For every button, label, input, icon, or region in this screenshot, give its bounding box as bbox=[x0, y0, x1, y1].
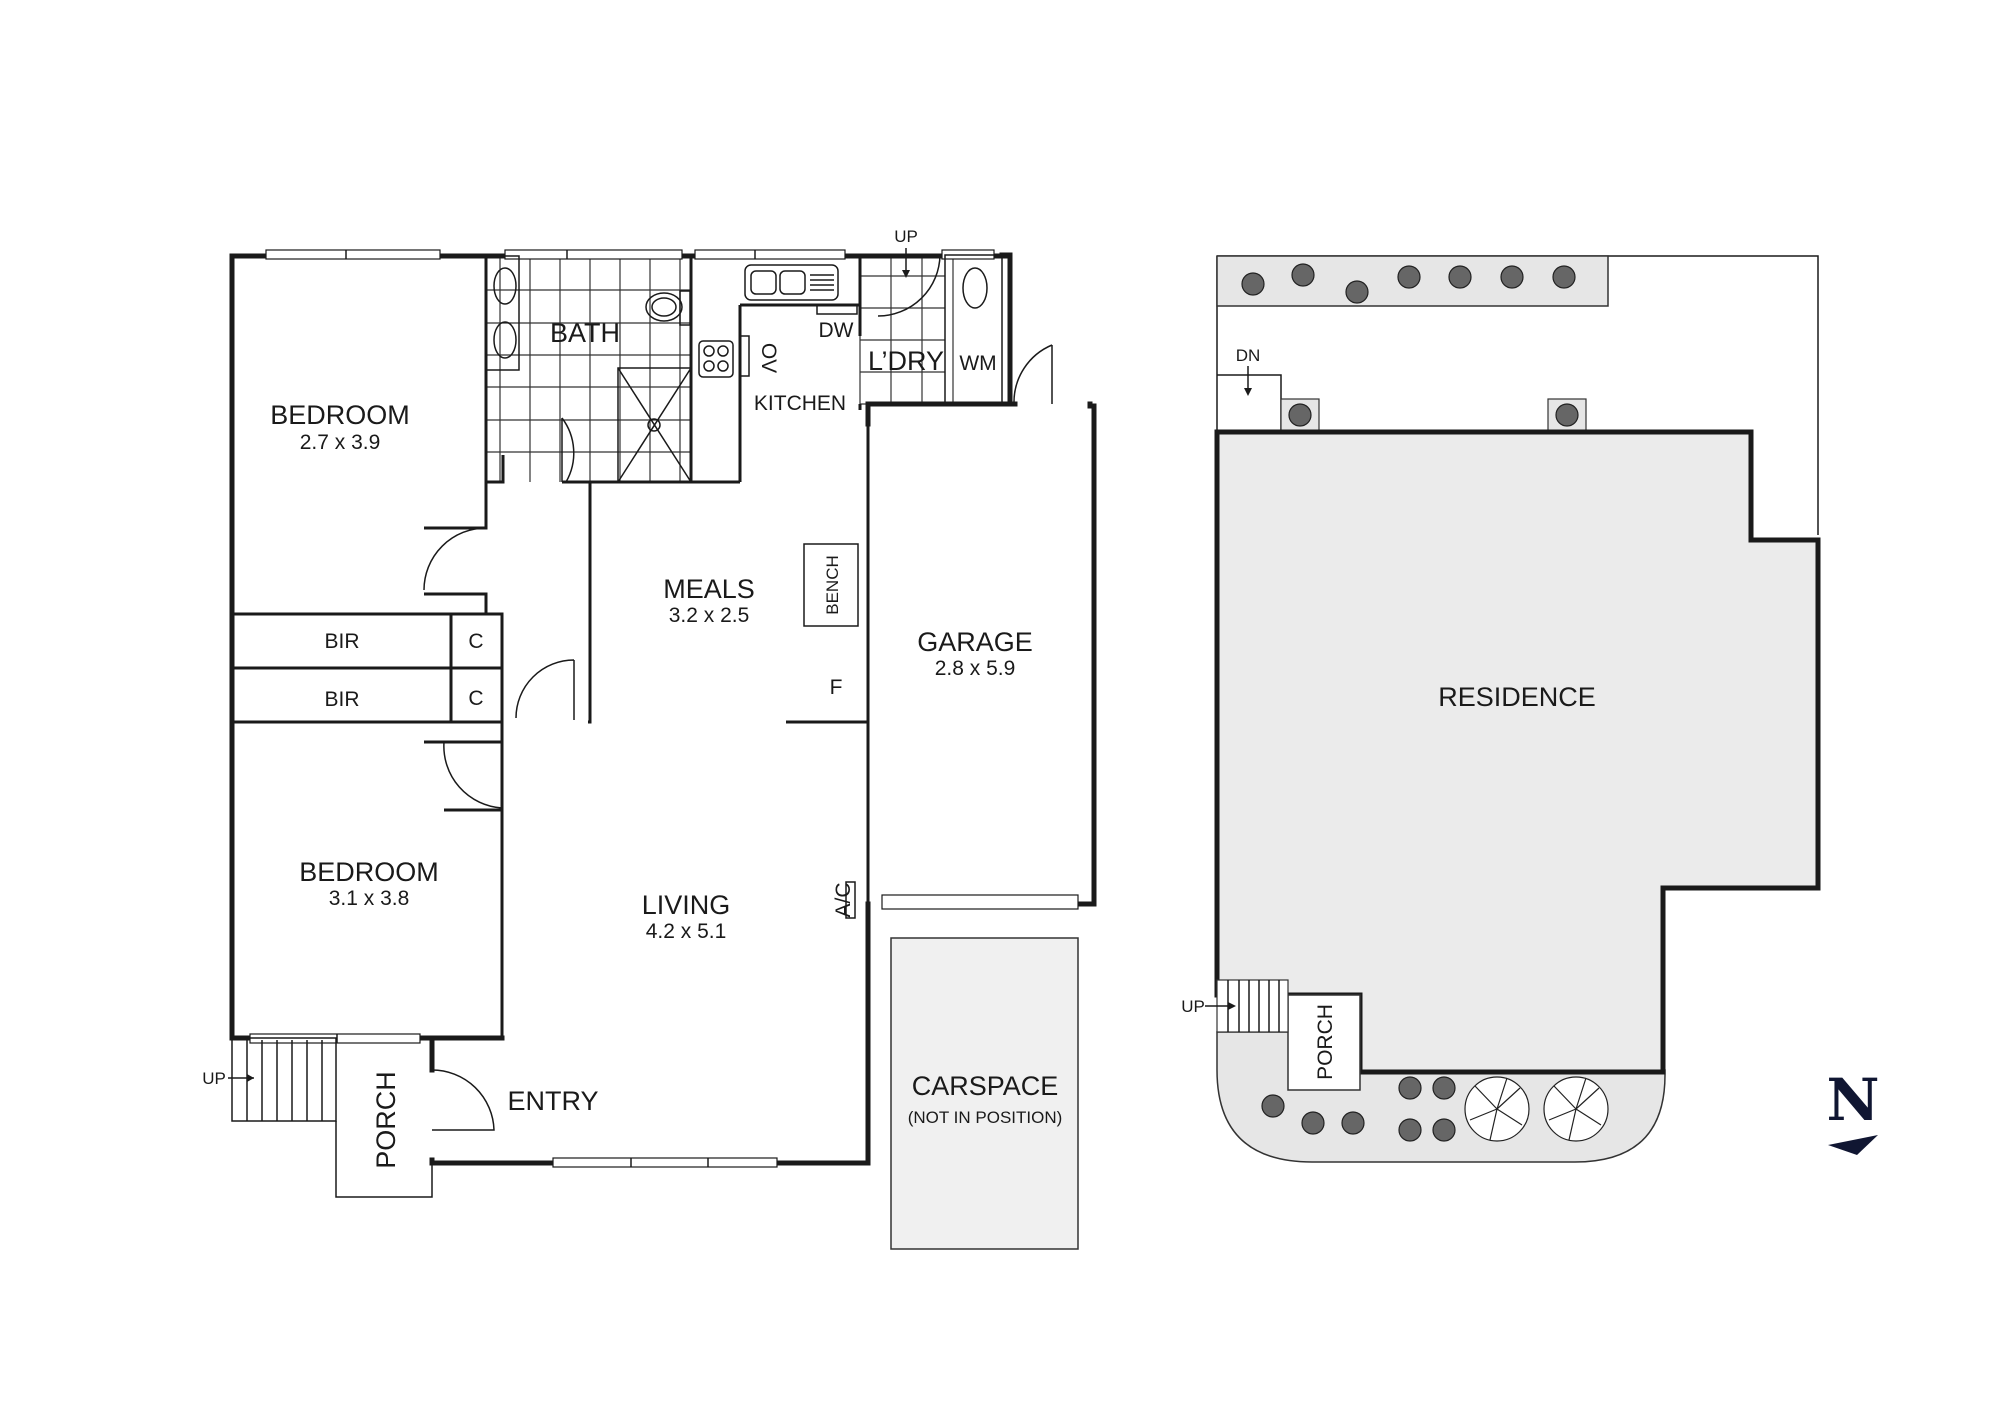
room-label-entry: ENTRY bbox=[507, 1086, 598, 1116]
room-label-kitchen: KITCHEN bbox=[754, 392, 846, 415]
cooktop-icon bbox=[698, 340, 734, 378]
room-dims-meals: 3.2 x 2.5 bbox=[669, 604, 750, 627]
fixture-label-bench: BENCH bbox=[823, 555, 842, 615]
site-plan: RESIDENCE PORCH UP DN bbox=[1181, 255, 1821, 1163]
garage-wall bbox=[1007, 252, 1097, 907]
sink-icon bbox=[744, 264, 839, 301]
shrub-icon bbox=[1500, 265, 1524, 289]
room-label-garage: GARAGE bbox=[917, 627, 1033, 657]
bath-tiles bbox=[486, 256, 691, 482]
room-dims-garage: 2.8 x 5.9 bbox=[935, 657, 1016, 680]
fixture-label-wm: WM bbox=[959, 352, 996, 375]
toilet-icon bbox=[645, 292, 683, 322]
shrub-icon bbox=[1448, 265, 1472, 289]
doors bbox=[423, 254, 1053, 1131]
residence-footprint bbox=[1214, 429, 1821, 1075]
shrub-icon bbox=[1398, 1076, 1422, 1100]
room-label-carspace: CARSPACE bbox=[912, 1071, 1059, 1101]
kitchen-fixtures bbox=[698, 254, 1003, 919]
shrub-icon bbox=[1241, 272, 1265, 296]
room-label-linen1: C bbox=[468, 630, 483, 653]
room-label-porch: PORCH bbox=[371, 1071, 401, 1169]
fixture-label-oven: OV bbox=[757, 343, 780, 373]
shrub-icon bbox=[1291, 263, 1315, 287]
site-stairs-down-label: DN bbox=[1236, 346, 1261, 365]
carspace-note: (NOT IN POSITION) bbox=[908, 1108, 1063, 1127]
washing-machine-icon bbox=[962, 267, 988, 309]
basin-icon bbox=[493, 321, 517, 359]
laundry-tiles bbox=[859, 255, 954, 405]
fixture-label-ac: A/C bbox=[832, 882, 855, 917]
porch-stairs bbox=[228, 1037, 433, 1198]
room-label-bedroom2: BEDROOM bbox=[299, 857, 439, 887]
stairs-label-laundry-up: UP bbox=[894, 227, 918, 246]
shrub-icon bbox=[1261, 1094, 1285, 1118]
room-label-meals: MEALS bbox=[663, 574, 755, 604]
shrub-icon bbox=[1552, 265, 1576, 289]
shrub-icon bbox=[1555, 403, 1579, 427]
room-dims-living: 4.2 x 5.1 bbox=[646, 920, 727, 943]
shrub-icon bbox=[1341, 1111, 1365, 1135]
bath-fixtures bbox=[485, 255, 692, 483]
basin-icon bbox=[493, 267, 517, 305]
site-porch-label: PORCH bbox=[1314, 1004, 1337, 1080]
shower-icon bbox=[617, 367, 692, 483]
fixture-label-fridge: F bbox=[830, 676, 843, 699]
shrub-icon bbox=[1397, 265, 1421, 289]
fixture-label-dw: DW bbox=[819, 319, 854, 342]
room-label-laundry: L’DRY bbox=[868, 346, 944, 376]
room-label-bir1: BIR bbox=[324, 630, 359, 653]
room-label-bir2: BIR bbox=[324, 688, 359, 711]
shrub-icon bbox=[1345, 280, 1369, 304]
stairs-label-porch-up: UP bbox=[202, 1069, 226, 1088]
room-label-bedroom1: BEDROOM bbox=[270, 400, 410, 430]
carspace-box bbox=[890, 937, 1079, 1250]
floor-plan: BEDROOM 2.7 x 3.9 BATH KITCHEN L’DRY MEA… bbox=[202, 227, 1097, 1250]
room-label-living: LIVING bbox=[642, 890, 731, 920]
windows bbox=[249, 249, 1079, 1168]
bench-icon bbox=[803, 543, 859, 627]
site-stairs-up-label: UP bbox=[1181, 997, 1205, 1016]
shrub-icon bbox=[1398, 1118, 1422, 1142]
shrub-icon bbox=[1432, 1118, 1456, 1142]
shrub-icon bbox=[1301, 1111, 1325, 1135]
site-porch bbox=[1287, 994, 1361, 1091]
shrubs bbox=[1241, 263, 1579, 1142]
trees bbox=[1464, 1076, 1609, 1142]
ac-unit-icon bbox=[845, 881, 856, 919]
north-compass: N bbox=[1826, 1066, 1880, 1155]
shrub-icon bbox=[1288, 403, 1312, 427]
north-letter: N bbox=[1826, 1066, 1879, 1134]
room-dims-bedroom2: 3.1 x 3.8 bbox=[329, 887, 410, 910]
residence-label: RESIDENCE bbox=[1438, 682, 1596, 712]
north-arrow-icon bbox=[1828, 1135, 1878, 1155]
room-label-bath: BATH bbox=[550, 318, 620, 348]
room-label-linen2: C bbox=[468, 687, 483, 710]
shrub-icon bbox=[1432, 1076, 1456, 1100]
room-dims-bedroom1: 2.7 x 3.9 bbox=[300, 431, 381, 454]
